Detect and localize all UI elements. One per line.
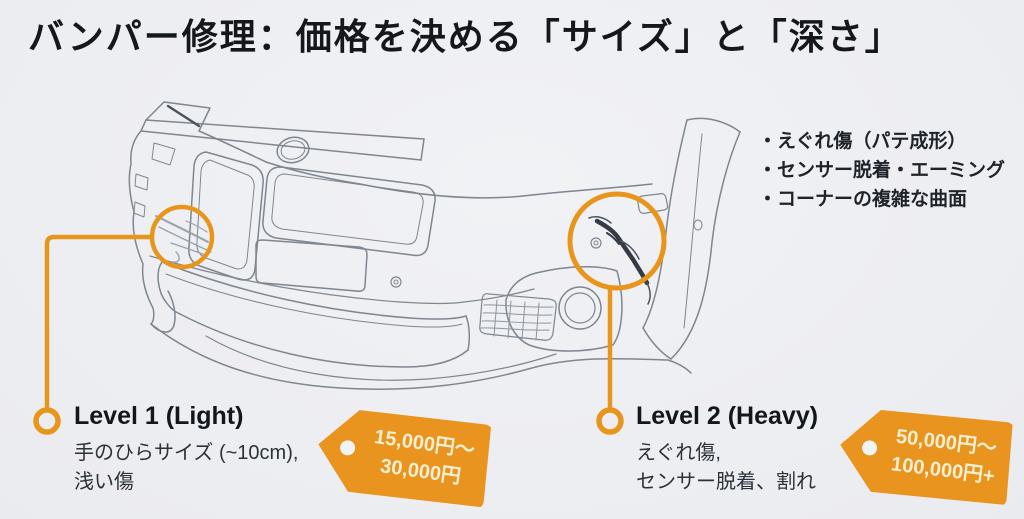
level1-label: Level 1 (Light)	[74, 402, 244, 430]
car-bumper-lineart	[128, 101, 741, 390]
anchor-ring-light	[33, 407, 61, 435]
level1-desc-line2: 浅い傷	[74, 471, 134, 493]
level1-desc-line1: 手のひらサイズ (~10cm),	[74, 442, 299, 464]
anchor-ring-heavy	[596, 407, 624, 435]
page-title: バンパー修理：価格を決める「サイズ」と「深さ」	[28, 16, 903, 57]
note-item: ・えぐれ傷（パテ成形）	[758, 131, 967, 152]
crack-mark	[588, 216, 651, 305]
level2-label: Level 2 (Heavy)	[636, 402, 819, 430]
connector-light	[44, 234, 155, 409]
level1-block: Level 1 (Light) 手のひらサイズ (~10cm), 浅い傷	[74, 402, 374, 497]
damage-circle-heavy	[567, 191, 667, 291]
damage-circle-light	[149, 204, 215, 270]
level2-block: Level 2 (Heavy) えぐれ傷, センサー脱着、割れ	[636, 402, 936, 497]
scratch-marks	[155, 215, 212, 263]
note-item: ・コーナーの複雑な曲面	[758, 189, 968, 210]
heavy-damage-notes: ・えぐれ傷（パテ成形） ・センサー脱着・エーミング ・コーナーの複雑な曲面	[758, 127, 1024, 214]
level2-desc-line2: センサー脱着、割れ	[636, 471, 816, 493]
level2-desc-line1: えぐれ傷,	[636, 442, 721, 464]
note-item: ・センサー脱着・エーミング	[758, 160, 1006, 181]
